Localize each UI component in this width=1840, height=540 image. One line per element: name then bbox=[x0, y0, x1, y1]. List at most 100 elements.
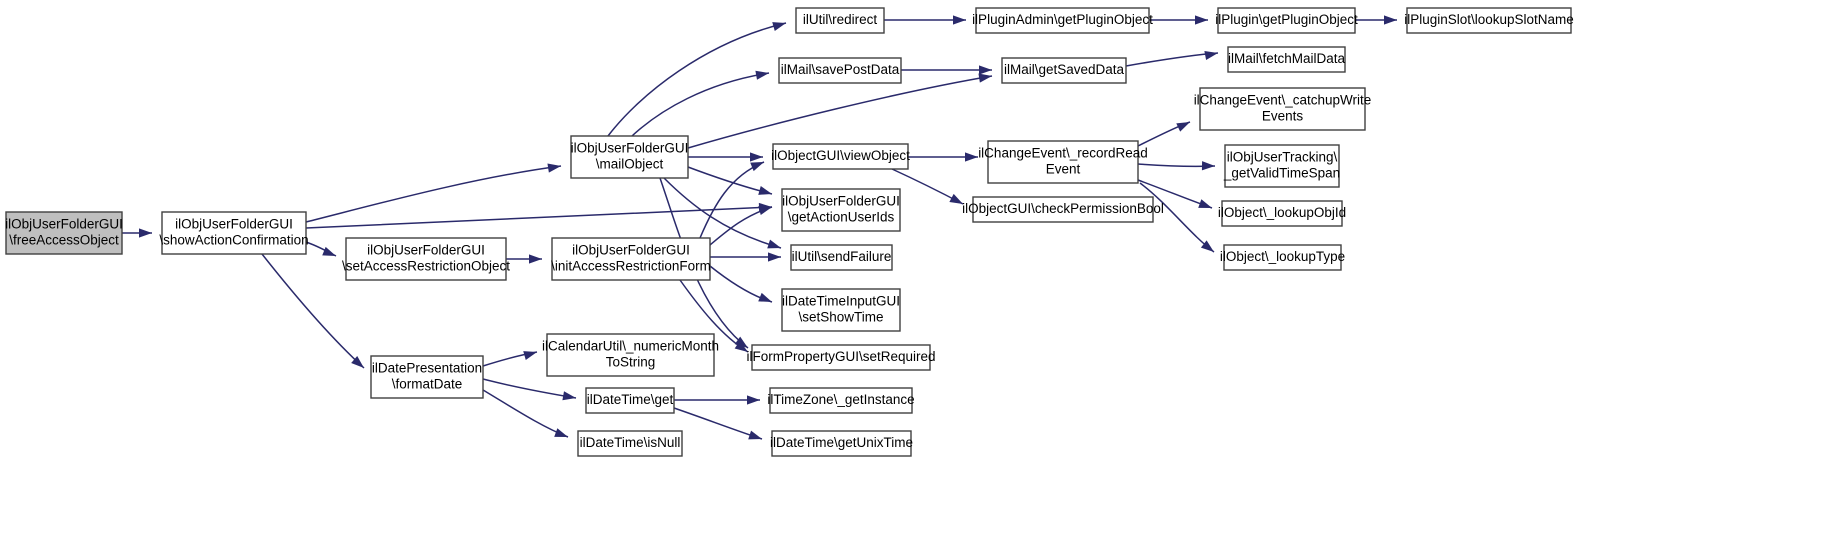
arrowhead-icon bbox=[351, 355, 364, 368]
arrowhead-icon bbox=[965, 152, 978, 162]
graph-node[interactable]: ilObjUserFolderGUI\setAccessRestrictionO… bbox=[342, 237, 510, 281]
node-box[interactable] bbox=[1217, 7, 1356, 34]
node-box[interactable] bbox=[551, 237, 711, 281]
node-box[interactable] bbox=[795, 7, 885, 34]
arrowhead-icon bbox=[547, 163, 561, 173]
graph-node[interactable]: ilDateTime\isNull bbox=[577, 430, 683, 457]
node-label: \initAccessRestrictionForm bbox=[551, 259, 711, 274]
node-box[interactable] bbox=[975, 7, 1150, 34]
arrowhead-icon bbox=[529, 254, 542, 264]
arrowhead-icon bbox=[554, 428, 568, 437]
node-box[interactable] bbox=[987, 140, 1139, 184]
graph-node[interactable]: ilDateTime\getUnixTime bbox=[770, 430, 913, 457]
arrowhead-icon bbox=[750, 152, 763, 162]
node-box[interactable] bbox=[772, 143, 909, 170]
arrowhead-icon bbox=[1384, 15, 1397, 25]
node-box[interactable] bbox=[771, 430, 912, 457]
node-box[interactable] bbox=[1001, 57, 1127, 84]
graph-node[interactable]: ilUtil\sendFailure bbox=[790, 244, 893, 271]
graph-node[interactable]: ilDateTime\get bbox=[585, 387, 675, 414]
node-box[interactable] bbox=[585, 387, 675, 414]
node-label: ilCalendarUtil\_numericMonth bbox=[542, 339, 719, 354]
node-box[interactable] bbox=[751, 344, 931, 371]
arrowhead-icon bbox=[758, 292, 772, 302]
node-box[interactable] bbox=[1406, 7, 1572, 34]
node-box[interactable] bbox=[546, 333, 715, 377]
node-box[interactable] bbox=[790, 244, 893, 271]
graph-node[interactable]: ilFormPropertyGUI\setRequired bbox=[746, 344, 936, 371]
node-box[interactable] bbox=[570, 135, 689, 179]
graph-node[interactable]: ilObjUserFolderGUI\showActionConfirmatio… bbox=[159, 211, 309, 255]
graph-node[interactable]: ilMail\getSavedData bbox=[1001, 57, 1127, 84]
graph-node[interactable]: ilUtil\redirect bbox=[795, 7, 885, 34]
node-label: ilMail\getSavedData bbox=[1004, 62, 1125, 77]
node-label: ilDateTime\get bbox=[587, 392, 674, 407]
node-label: \showActionConfirmation bbox=[159, 233, 308, 248]
node-box[interactable] bbox=[769, 387, 913, 414]
node-box[interactable] bbox=[1221, 200, 1343, 227]
graph-node[interactable]: ilObjUserFolderGUI\initAccessRestriction… bbox=[551, 237, 711, 281]
call-edge bbox=[607, 22, 787, 137]
node-label: ilPluginSlot\lookupSlotName bbox=[1404, 12, 1574, 27]
graph-node[interactable]: ilObjUserTracking\_getValidTimeSpan bbox=[1223, 144, 1340, 188]
graph-node[interactable]: ilObjectGUI\checkPermissionBool bbox=[962, 196, 1164, 223]
node-box[interactable] bbox=[370, 355, 484, 399]
graph-node[interactable]: ilObjUserFolderGUI\freeAccessObject bbox=[5, 211, 123, 255]
arrowhead-icon bbox=[755, 70, 769, 80]
call-edge bbox=[687, 75, 993, 149]
call-edge bbox=[673, 407, 763, 440]
node-box[interactable] bbox=[577, 430, 683, 457]
node-box[interactable] bbox=[972, 196, 1154, 223]
graph-node[interactable]: ilObject\_lookupType bbox=[1220, 244, 1345, 271]
node-box[interactable] bbox=[345, 237, 507, 281]
graph-node[interactable]: ilPlugin\getPluginObject bbox=[1215, 7, 1358, 34]
node-label: ToString bbox=[606, 355, 656, 370]
arrowhead-icon bbox=[1198, 199, 1212, 208]
node-box[interactable] bbox=[161, 211, 307, 255]
call-edge bbox=[631, 72, 770, 137]
node-box-highlighted[interactable] bbox=[5, 211, 123, 255]
node-box[interactable] bbox=[781, 288, 901, 332]
node-label: ilObjUserFolderGUI bbox=[367, 243, 485, 258]
arrowhead-icon bbox=[523, 351, 537, 361]
graph-node[interactable]: ilObjectGUI\viewObject bbox=[771, 143, 910, 170]
node-label: ilDateTime\isNull bbox=[580, 435, 681, 450]
arrowhead-icon bbox=[767, 239, 781, 249]
node-box[interactable] bbox=[1223, 244, 1342, 271]
graph-node[interactable]: ilObjUserFolderGUI\getActionUserIds bbox=[781, 188, 901, 232]
call-edge bbox=[687, 166, 773, 195]
node-label: ilTimeZone\_getInstance bbox=[767, 392, 914, 407]
node-box[interactable] bbox=[1224, 144, 1340, 188]
node-label: ilObjUserFolderGUI bbox=[572, 243, 690, 258]
arrowhead-icon bbox=[748, 430, 762, 440]
arrowhead-icon bbox=[322, 246, 336, 256]
graph-node[interactable]: ilMail\savePostData bbox=[778, 57, 902, 84]
node-box[interactable] bbox=[778, 57, 902, 84]
graph-node[interactable]: ilDateTimeInputGUI\setShowTime bbox=[781, 288, 901, 332]
graph-node[interactable]: ilPluginSlot\lookupSlotName bbox=[1404, 7, 1574, 34]
arrowhead-icon bbox=[949, 193, 963, 204]
arrowhead-icon bbox=[1201, 161, 1215, 171]
graph-node[interactable]: ilObject\_lookupObjId bbox=[1218, 200, 1346, 227]
graph-node[interactable]: ilMail\fetchMailData bbox=[1227, 46, 1346, 73]
arrowhead-icon bbox=[139, 228, 152, 238]
graph-node[interactable]: ilObjUserFolderGUI\mailObject bbox=[570, 135, 689, 179]
node-label: ilUtil\sendFailure bbox=[792, 249, 892, 264]
arrowhead-icon bbox=[734, 340, 748, 352]
call-edge bbox=[482, 389, 569, 438]
node-box[interactable] bbox=[1227, 46, 1346, 73]
graph-node[interactable]: ilTimeZone\_getInstance bbox=[767, 387, 915, 414]
graph-node[interactable]: ilDatePresentation\formatDate bbox=[370, 355, 484, 399]
graph-node[interactable]: ilPluginAdmin\getPluginObject bbox=[972, 7, 1153, 34]
node-box[interactable] bbox=[1199, 87, 1366, 131]
node-box[interactable] bbox=[781, 188, 901, 232]
node-label: ilObject\_lookupObjId bbox=[1218, 205, 1346, 220]
nodes-layer: ilObjUserFolderGUI\freeAccessObject ilObj… bbox=[5, 7, 1574, 457]
arrowhead-icon bbox=[562, 391, 576, 401]
call-edge bbox=[1125, 52, 1219, 67]
